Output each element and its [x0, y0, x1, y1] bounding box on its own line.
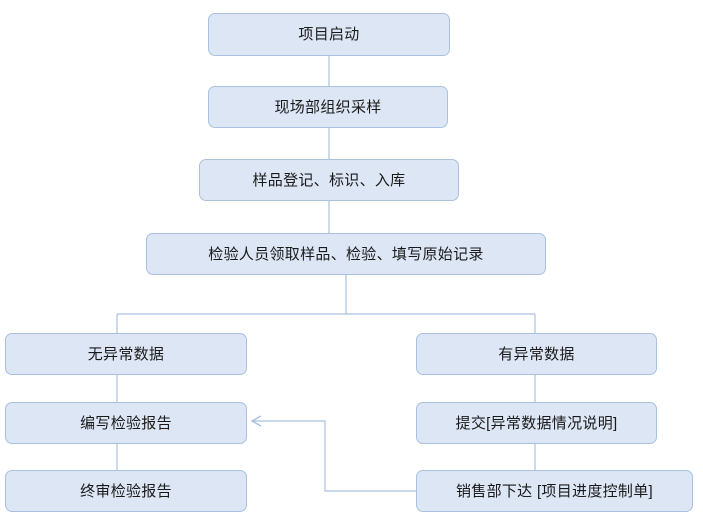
- node-site-dept-sampling[interactable]: 现场部组织采样: [208, 86, 448, 128]
- node-label: 编写检验报告: [80, 414, 172, 432]
- node-no-abnormal-data[interactable]: 无异常数据: [5, 333, 247, 375]
- node-final-inspection-report[interactable]: 终审检验报告: [5, 470, 247, 512]
- node-label: 检验人员领取样品、检验、填写原始记录: [208, 245, 484, 263]
- node-sales-dept-issue-control-sheet[interactable]: 销售部下达 [项目进度控制单]: [416, 470, 693, 512]
- node-has-abnormal-data[interactable]: 有异常数据: [416, 333, 657, 375]
- node-label: 终审检验报告: [80, 482, 172, 500]
- node-write-inspection-report[interactable]: 编写检验报告: [5, 402, 247, 444]
- node-submit-abnormal-explanation[interactable]: 提交[异常数据情况说明]: [416, 402, 657, 444]
- node-sample-registration[interactable]: 样品登记、标识、入库: [199, 159, 459, 201]
- node-label: 提交[异常数据情况说明]: [455, 414, 618, 432]
- node-label: 项目启动: [298, 26, 360, 43]
- node-label: 样品登记、标识、入库: [252, 171, 406, 189]
- connector-sales-dept-to-write-report: [253, 420, 416, 492]
- node-label: 有异常数据: [498, 345, 575, 363]
- arrowhead-icon: [250, 415, 262, 427]
- node-inspector-collect-test-record[interactable]: 检验人员领取样品、检验、填写原始记录: [146, 233, 546, 275]
- node-project-start[interactable]: 项目启动: [208, 13, 450, 56]
- node-label: 无异常数据: [87, 345, 165, 363]
- node-label: 现场部组织采样: [274, 98, 382, 116]
- node-label: 销售部下达 [项目进度控制单]: [455, 482, 653, 500]
